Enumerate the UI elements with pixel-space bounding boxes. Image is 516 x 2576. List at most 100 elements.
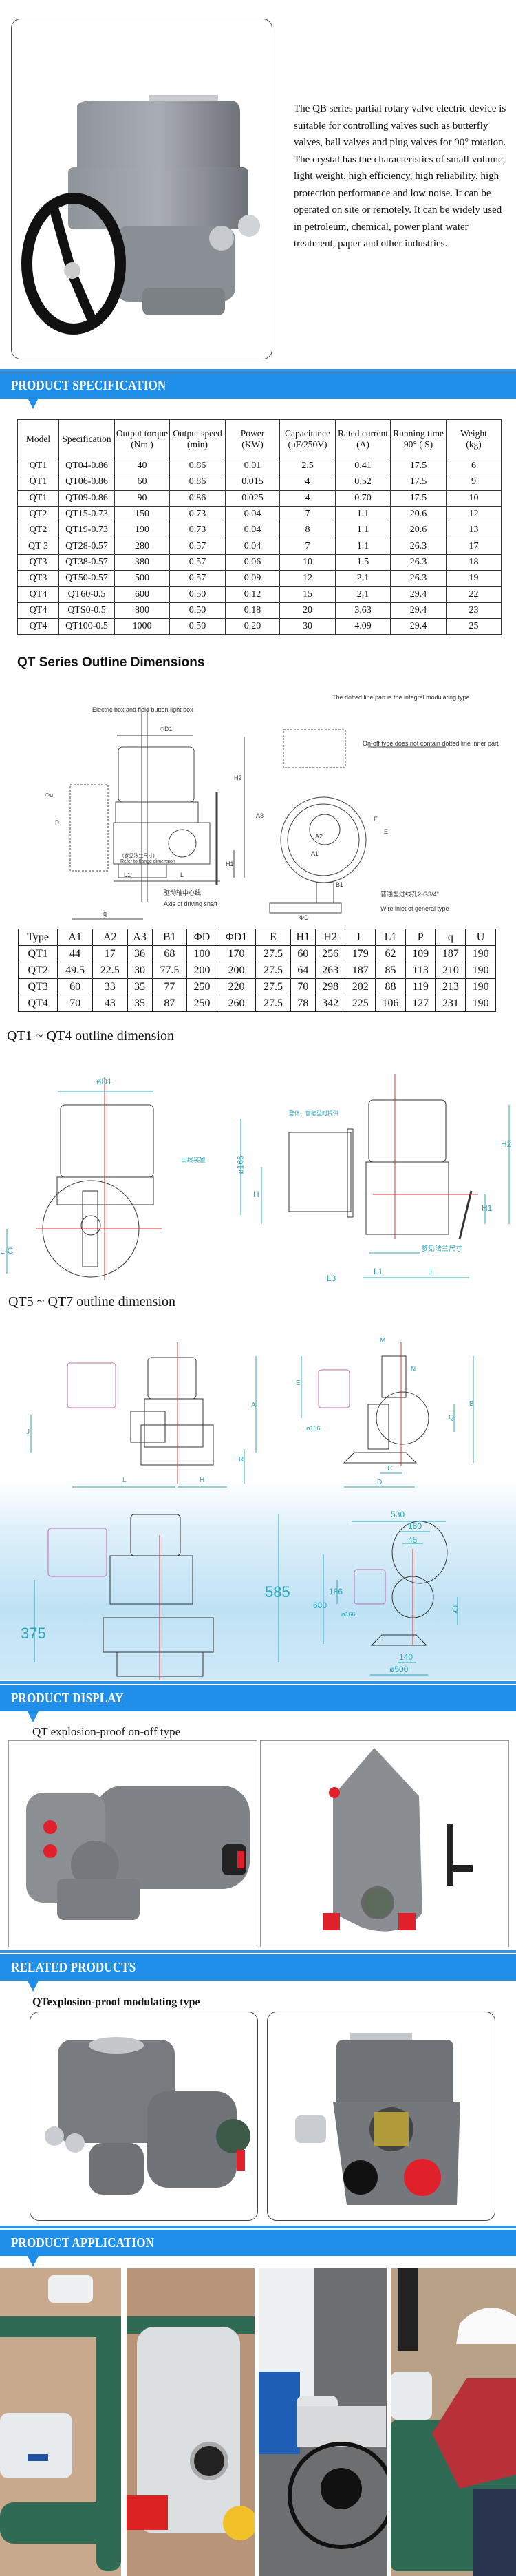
section-header-display: PRODUCT DISPLAY (0, 1685, 516, 1711)
dimension-header-cell: q (435, 929, 466, 946)
table-cell: 106 (375, 995, 406, 1012)
table-cell: 210 (435, 962, 466, 979)
table-cell: 0.52 (335, 474, 391, 491)
related-product-image-2 (267, 2012, 495, 2221)
header-line: Model (25, 433, 51, 444)
label-d: D (377, 1479, 383, 1486)
dimension-header-cell: A2 (92, 929, 128, 946)
dimension-header-cell: H1 (290, 929, 316, 946)
label-d166: ø166 (306, 1425, 321, 1432)
table-cell: 90 (114, 489, 170, 507)
table-cell: 0.50 (169, 586, 226, 603)
header-pointer (28, 2256, 39, 2267)
table-cell: 60 (57, 978, 93, 995)
table-cell: 0.04 (225, 505, 280, 523)
label-l3: L3 (327, 1274, 336, 1283)
label-h: H (200, 1477, 205, 1484)
table-cell: 200 (216, 962, 257, 979)
application-photo-1 (0, 2268, 121, 2576)
table-cell: QT3 (17, 978, 58, 995)
table-cell: 231 (435, 995, 466, 1012)
table-cell: 27.5 (255, 995, 291, 1012)
table-cell: 60 (114, 474, 170, 491)
table-cell: 20.6 (390, 505, 447, 523)
table-cell: 0.04 (225, 538, 280, 555)
table-cell: 49.5 (57, 962, 93, 979)
label-p: P (55, 819, 60, 826)
table-cell: 3.63 (335, 602, 391, 619)
table-cell: 12 (446, 505, 502, 523)
label-d1: øD1 (96, 1077, 112, 1086)
technical-drawing (30, 1342, 474, 1680)
table-cell: 25 (446, 617, 502, 635)
label-a: A (251, 1402, 256, 1409)
table-cell: 68 (151, 945, 188, 962)
table-cell: 187 (345, 962, 376, 979)
table-cell: 0.12 (225, 586, 280, 603)
label-b: B (469, 1400, 474, 1408)
header-line: Power (240, 427, 265, 439)
product-display-image-2 (260, 1740, 509, 1947)
table-cell: 4 (279, 474, 336, 491)
table-cell: 298 (314, 978, 346, 995)
table-cell: QT4 (17, 995, 58, 1012)
table-cell: 0.50 (169, 602, 226, 619)
site-photo (127, 2316, 255, 2540)
dimension-header-cell: H2 (314, 929, 346, 946)
table-cell: 0.86 (169, 474, 226, 491)
product-description: The QB series partial rotary valve elect… (294, 103, 506, 249)
table-cell: 77.5 (151, 962, 188, 979)
label-186: 186 (329, 1587, 343, 1596)
label-375: 375 (21, 1625, 46, 1642)
dimension-header-cell: Type (17, 929, 58, 946)
table-cell: 26.3 (390, 553, 447, 571)
table-cell: 0.57 (169, 538, 226, 555)
label-flange-cn: (参见法兰尺寸) (122, 854, 155, 858)
table-cell: 62 (375, 945, 406, 962)
header-pointer (28, 1981, 39, 1992)
table-cell: 127 (405, 995, 436, 1012)
table-cell: 179 (345, 945, 376, 962)
section-title: RELATED PRODUCTS (11, 1960, 136, 1975)
related-subtitle: QTexplosion-proof modulating type (32, 1996, 200, 2008)
table-cell: 220 (216, 978, 257, 995)
label-a2: A2 (315, 833, 323, 840)
table-cell: 17 (446, 538, 502, 555)
dimension-header-cell: ΦD1 (216, 929, 257, 946)
label-flange: 参见法兰尺寸 (421, 1245, 462, 1253)
table-cell: 9 (446, 474, 502, 491)
table-cell: 190 (465, 995, 496, 1012)
label-e: E (296, 1380, 301, 1387)
technical-drawing (6, 1074, 510, 1280)
table-cell: 0.50 (169, 617, 226, 635)
table-cell: 30 (279, 617, 336, 635)
table-cell: 85 (375, 962, 406, 979)
label-flange: Refer to flange dimension (120, 859, 175, 864)
label-l1: L1 (374, 1267, 383, 1276)
section-header-related: RELATED PRODUCTS (0, 1954, 516, 1981)
site-photo (391, 2268, 516, 2576)
table-cell: QT19-0.73 (58, 522, 115, 539)
table-cell: 4 (279, 489, 336, 507)
label-d1: ΦD1 (160, 726, 173, 732)
table-cell: 26.3 (390, 570, 447, 587)
table-cell: QT4 (17, 586, 59, 603)
table-cell: 87 (151, 995, 188, 1012)
header-line: Running time (393, 427, 444, 439)
table-cell: 17.5 (390, 457, 447, 475)
table-cell: 22.5 (92, 962, 128, 979)
table-cell: 29.4 (390, 586, 447, 603)
related-product-image-1 (30, 2012, 258, 2221)
table-cell: 70 (57, 995, 93, 1012)
header-line: (Nm ) (131, 439, 153, 450)
header-line: (kg) (466, 439, 482, 450)
table-cell: 0.57 (169, 570, 226, 587)
label-e2: E (384, 828, 389, 835)
